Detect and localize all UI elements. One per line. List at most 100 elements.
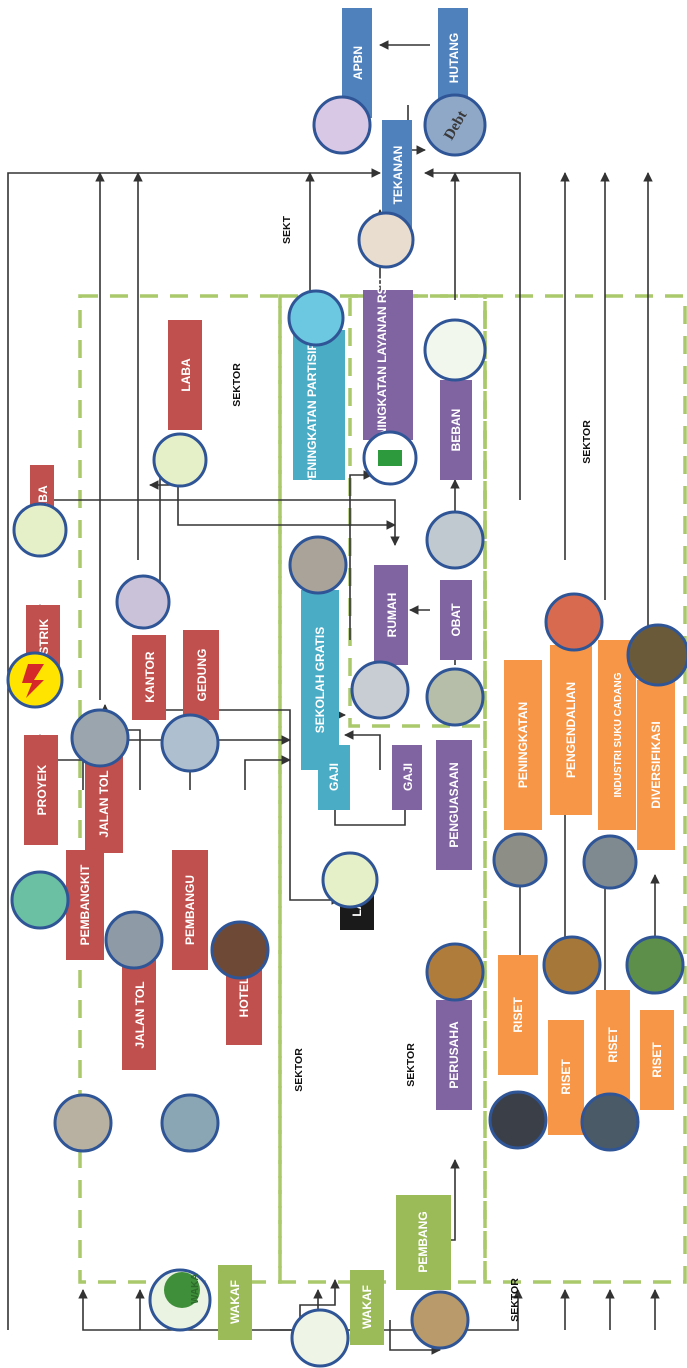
tekanan-label: TEKANAN [391, 146, 405, 205]
peningkatan-image [492, 832, 548, 888]
penguasaan-image [425, 667, 485, 727]
obat-label: OBAT [449, 603, 463, 637]
jalan-tol-image-upper [70, 708, 130, 768]
riset-label-a: RISET [511, 997, 525, 1033]
sector-label-right: SEKTOR [581, 420, 593, 464]
laba-chart-image-top [12, 502, 68, 558]
perusaha-food-image [425, 942, 485, 1002]
perusaha-box: PERUSAHA [436, 1000, 472, 1110]
sekolah-image [288, 535, 348, 595]
riset-lab-image [488, 1090, 548, 1150]
riset-box-b: RISET [548, 1020, 584, 1135]
riset-plant-image [625, 935, 685, 995]
riset-box-d: RISET [640, 1010, 674, 1110]
wakaf-tree-logo: WAKA [148, 1268, 212, 1332]
pengendalian-label: PENGENDALIAN [564, 682, 578, 778]
partisipasi-logo [287, 289, 345, 347]
jalan-tol-label-lower: JALAN TOL [133, 981, 147, 1048]
sector-label-bottom: SEKTOR [509, 1278, 521, 1322]
riset-label-c: RISET [606, 1027, 620, 1063]
laba-label-upper: LABA [179, 358, 193, 392]
laba-chart-image-middle [321, 851, 379, 909]
kantor-label: KANTOR [143, 651, 157, 702]
sector-label-left-lower: SEKTOR [293, 1048, 305, 1092]
pengendalian-box: PENGENDALIAN [550, 645, 592, 815]
pembangkit-image [53, 1093, 113, 1153]
sekolah-gratis-label: SEKOLAH GRATIS [313, 627, 327, 733]
sector-zone-left [78, 294, 282, 1284]
jalan-tol-box-lower: JALAN TOL [122, 960, 156, 1070]
riset-equipment-image [580, 1092, 640, 1152]
penguasaan-box: PENGUASAAN [436, 740, 472, 870]
wakaf-box-a: WAKAF [218, 1265, 252, 1340]
diversifikasi-box: DIVERSIFIKASI [637, 680, 675, 850]
pembang-box: PEMBANG [396, 1195, 451, 1290]
debt-image: Debt [423, 93, 487, 157]
hotel-label: HOTEL [237, 977, 251, 1018]
gedung-image [160, 713, 220, 773]
proyek-image [10, 870, 70, 930]
peningkatan-partisipasi-label: PENINGKATAN PARTISIPASI [305, 323, 319, 486]
wakaf-label-b: WAKAF [360, 1285, 374, 1329]
rumah-box: RUMAH [374, 565, 408, 665]
health-cross-icon [378, 450, 402, 466]
gaji-label-teal: GAJI [327, 763, 341, 791]
sector-label-middle-upper: SEKTOR [231, 363, 243, 407]
laba-box-upper: LABA [168, 320, 202, 430]
industri-image [582, 834, 638, 890]
proyek-label: PROYEK [35, 764, 49, 815]
diversifikasi-label: DIVERSIFIKASI [649, 721, 663, 808]
rumah-image [350, 660, 410, 720]
pembangu-image [160, 1093, 220, 1153]
apbn-image [312, 95, 372, 155]
proyek-box: PROYEK [24, 735, 58, 845]
pembang-image [410, 1290, 470, 1350]
pembangu-box: PEMBANGU [172, 850, 208, 970]
hutang-label: HUTANG [447, 33, 461, 83]
peningkatan-label: PENINGKATAN [516, 702, 530, 788]
pembangkit-label: PEMBANGKIT [78, 864, 92, 945]
pembang-label: PEMBANG [416, 1211, 430, 1272]
wakaf-box-b: WAKAF [350, 1270, 384, 1345]
image-circles: Debt [6, 93, 687, 1368]
jalan-tol-image-lower [104, 910, 164, 970]
rsu-logo [423, 318, 487, 382]
apbn-label: APBN [351, 46, 365, 80]
sector-label-middle-lower: SEKTOR [405, 1043, 417, 1087]
beban-label: BEBAN [449, 409, 463, 452]
riset-box-c: RISET [596, 990, 630, 1100]
gedung-label: GEDUNG [195, 649, 209, 702]
sector-label-top: SEKT [281, 215, 293, 244]
rumah-label: RUMAH [385, 593, 399, 638]
riset-label-d: RISET [650, 1042, 664, 1078]
riset-box-a: RISET [498, 955, 538, 1075]
gedung-box: GEDUNG [183, 630, 219, 720]
kantor-image [115, 574, 171, 630]
peningkatan-layanan-label: PENINGKATAN LAYANAN RSU [375, 278, 389, 453]
industri-label: INDUSTRI SUKU CADANG [613, 672, 624, 797]
diversifikasi-image [626, 623, 687, 687]
penguasaan-label: PENGUASAAN [447, 762, 461, 847]
pengendalian-image [544, 592, 604, 652]
wakaf-label-a: WAKAF [228, 1280, 242, 1324]
obat-box: OBAT [440, 580, 472, 660]
riset-label-b: RISET [559, 1059, 573, 1095]
perusaha-label: PERUSAHA [447, 1021, 461, 1089]
peningkatan-partisipasi-box: PENINGKATAN PARTISIPASI [293, 323, 345, 487]
pembangu-label: PEMBANGU [183, 875, 197, 945]
laba-chart-image-upper [152, 432, 208, 488]
gaji-box-teal: GAJI [318, 745, 350, 810]
hotel-image [210, 920, 270, 980]
kantor-box: KANTOR [132, 635, 166, 720]
riset-animal-image [542, 935, 602, 995]
pln-logo [6, 651, 64, 709]
beban-box: BEBAN [440, 380, 472, 480]
gaji-label-purple: GAJI [401, 763, 415, 791]
tekanan-image [357, 211, 415, 269]
sector-zone-right [483, 294, 687, 1284]
peningkatan-layanan-box: PENINGKATAN LAYANAN RSU [363, 278, 413, 453]
pembangkit-box: PEMBANGKIT [66, 850, 104, 960]
industri-box: INDUSTRI SUKU CADANG [598, 640, 636, 830]
jalan-tol-box-upper: JALAN TOL [85, 755, 123, 853]
